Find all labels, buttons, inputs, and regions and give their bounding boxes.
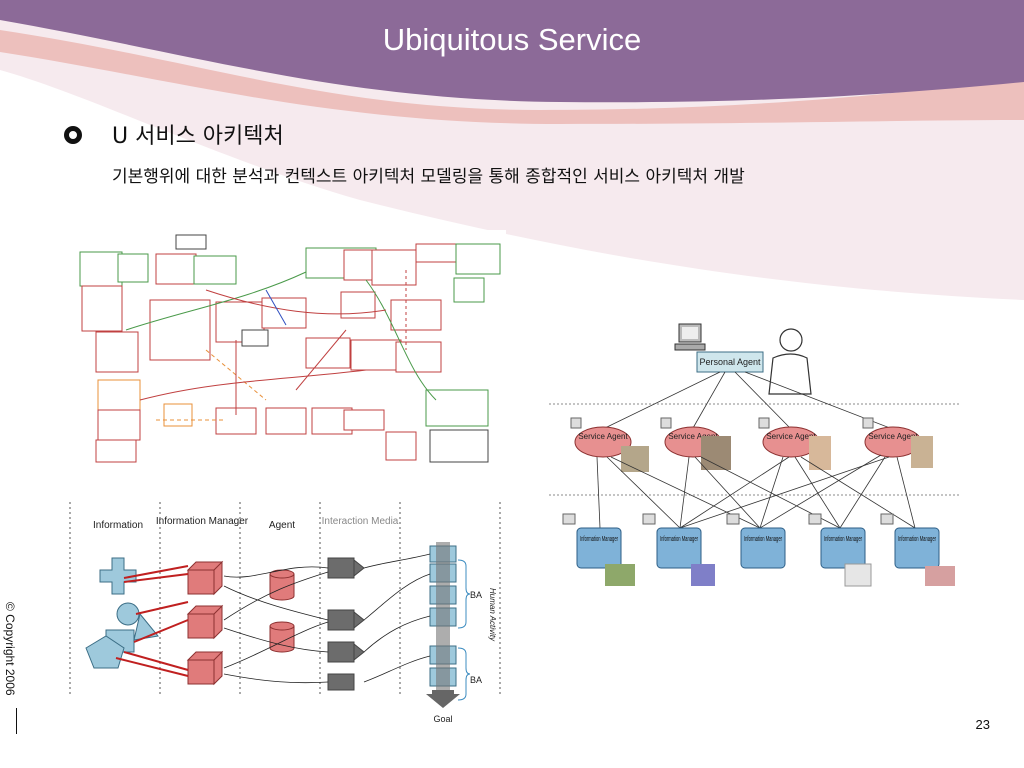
agent-architecture-diagram: Personal Agent Service Agent Service Age… xyxy=(545,318,963,600)
info-manager-4: Information Manager xyxy=(808,513,872,587)
activity-flow-diagram: Information Information Manager Agent In… xyxy=(69,502,501,724)
human-activity-label: Human Activity xyxy=(488,588,497,642)
section-subtext: 기본행위에 대한 분석과 컨텍스트 아키텍처 모델링을 통해 종합적인 서비스 … xyxy=(112,167,745,187)
column-header-interaction-media: Interaction Media xyxy=(322,516,399,527)
svg-text:Information Manager: Information Manager xyxy=(660,536,698,543)
copyright-divider xyxy=(16,708,17,734)
info-manager-1: Information Manager xyxy=(562,513,635,586)
service-agent-3: Service Agent xyxy=(758,417,831,470)
media-block-4 xyxy=(327,673,355,691)
svg-text:Service Agent: Service Agent xyxy=(868,432,918,441)
column-header-information: Information xyxy=(93,520,143,531)
column-header-agent: Agent xyxy=(269,520,295,531)
background-pink-band xyxy=(0,30,1024,124)
goal-label: Goal xyxy=(433,714,452,724)
info-manager-5: Information Manager xyxy=(880,513,955,586)
personal-agent-box xyxy=(696,351,764,373)
uml-class-diagram xyxy=(66,230,506,465)
info-pentagon-shape xyxy=(85,635,125,669)
svg-text:Service Agent: Service Agent xyxy=(766,432,816,441)
slide-title: Ubiquitous Service xyxy=(382,22,642,57)
goal-arrow xyxy=(426,690,460,708)
section-heading: U 서비스 아키텍처 xyxy=(112,124,284,149)
ba-label-2: BA xyxy=(470,675,482,685)
svg-text:Information Manager: Information Manager xyxy=(824,536,862,543)
manager-cube-1 xyxy=(186,560,224,596)
ba-label-1: BA xyxy=(470,590,482,600)
service-agent-4: Service Agent xyxy=(862,417,933,468)
copyright-notice: © Copyright 2006 xyxy=(3,602,17,696)
page-number: 23 xyxy=(975,717,990,732)
info-manager-3: Information Manager xyxy=(726,513,786,569)
manager-cube-3 xyxy=(186,650,224,686)
computer-icon xyxy=(674,323,706,351)
info-manager-2: Information Manager xyxy=(642,513,715,586)
manager-cube-2 xyxy=(186,604,224,640)
bullet-circle-icon xyxy=(64,126,82,144)
svg-text:Information Manager: Information Manager xyxy=(744,536,782,543)
agent-cylinder-2 xyxy=(269,626,295,653)
personal-agent-label: Personal Agent xyxy=(699,357,761,367)
info-cross-shape xyxy=(99,557,137,595)
svg-text:Information Manager: Information Manager xyxy=(580,536,618,543)
info-circle-shape xyxy=(116,602,140,626)
svg-text:Service Agent: Service Agent xyxy=(578,432,628,441)
service-agents: Service Agent Service Agent Service Agen… xyxy=(570,417,933,472)
agent-cylinder-1 xyxy=(269,574,295,601)
title-banner xyxy=(0,0,1024,103)
info-managers: Information Manager Information Manager … xyxy=(562,513,955,587)
person-icon xyxy=(768,328,812,395)
media-block-2 xyxy=(327,609,365,631)
svg-text:Information Manager: Information Manager xyxy=(898,536,936,543)
media-block-3 xyxy=(327,641,365,663)
service-agent-1: Service Agent xyxy=(570,417,649,472)
media-block-1 xyxy=(327,557,365,579)
svg-text:Service Agent: Service Agent xyxy=(668,432,718,441)
column-header-info-manager: Information Manager xyxy=(156,516,249,527)
